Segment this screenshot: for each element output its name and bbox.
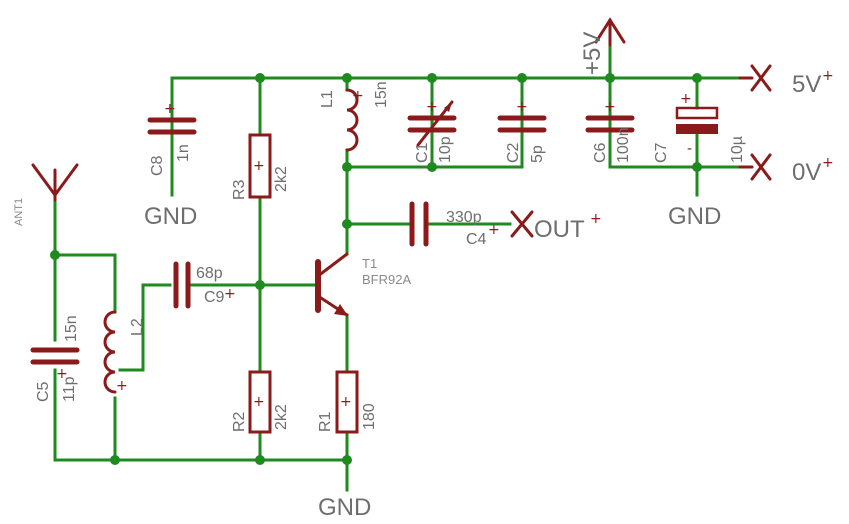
junction-dot	[517, 73, 527, 83]
c6-value: 100n	[615, 127, 632, 163]
svg-text:+: +	[516, 99, 528, 115]
c7-value: 10µ	[729, 136, 746, 163]
resistor-r3: +	[248, 133, 272, 199]
r2-value: 2k2	[273, 404, 290, 430]
vcc-label: +5V	[579, 32, 606, 75]
junction-dot	[692, 73, 702, 83]
svg-text:+: +	[340, 394, 352, 410]
port-out-label: OUT	[534, 216, 585, 243]
c2-value: 5p	[529, 145, 546, 163]
gnd-label-c8: GND	[144, 203, 197, 230]
port-markers	[510, 64, 772, 238]
capacitor-c8: +	[147, 101, 197, 135]
junction-dot	[342, 455, 352, 465]
junction-dot	[255, 280, 265, 290]
junction-dot	[110, 455, 120, 465]
junction-dot	[427, 162, 437, 172]
junction-dot	[255, 73, 265, 83]
resistor-r2: +	[248, 370, 272, 434]
junction-dot	[50, 250, 60, 260]
transistor-t1-npn	[315, 252, 349, 317]
svg-text:+: +	[253, 394, 265, 410]
c1-value: 10p	[437, 136, 454, 163]
l2-name: L2	[129, 318, 146, 336]
svg-text:+: +	[822, 155, 834, 171]
c9-name: C9	[204, 289, 225, 306]
gnd-label-bottom: GND	[318, 494, 371, 521]
c1-name: C1	[414, 142, 431, 163]
junctions	[50, 73, 702, 465]
svg-text:+: +	[426, 99, 438, 115]
gnd-label-c7: GND	[668, 203, 721, 230]
junction-dot	[427, 73, 437, 83]
capacitor-c2: +	[497, 99, 547, 133]
t1-value: BFR92A	[362, 272, 411, 287]
junction-dot	[342, 219, 352, 229]
svg-text:+: +	[224, 286, 236, 302]
junction-dot	[605, 73, 615, 83]
r3-name: R3	[231, 179, 248, 200]
svg-text:+: +	[56, 366, 68, 382]
svg-text:+: +	[253, 158, 265, 174]
ant1-name: ANT1	[13, 198, 25, 226]
l2-value: 15n	[63, 315, 80, 342]
c5-value: 11p	[61, 376, 78, 402]
l1-value: 15n	[373, 81, 390, 108]
capacitor-c7-electrolytic: + -	[675, 91, 719, 157]
c7-polarity: -	[687, 141, 692, 157]
c8-value: 1n	[175, 144, 192, 162]
r1-name: R1	[317, 411, 334, 432]
c8-name: C8	[149, 155, 166, 176]
t1-name: T1	[362, 256, 377, 271]
c4-value: 330p	[446, 209, 482, 226]
junction-dot	[255, 455, 265, 465]
junction-dot	[692, 162, 702, 172]
svg-text:+: +	[116, 378, 128, 394]
inductor-l1: +	[345, 88, 364, 152]
junction-dot	[342, 73, 352, 83]
inductor-l2: +	[103, 310, 128, 394]
l1-name: L1	[319, 90, 336, 108]
svg-text:+: +	[164, 101, 176, 117]
svg-text:+: +	[488, 222, 500, 238]
c5-name: C5	[35, 381, 52, 402]
wires	[53, 43, 742, 492]
c6-name: C6	[592, 142, 609, 163]
capacitor-c9: +	[173, 261, 236, 309]
r1-value: 180	[361, 403, 378, 430]
svg-text:+: +	[822, 68, 834, 84]
resistor-r1: +	[335, 370, 359, 434]
c9-value: 68p	[196, 265, 223, 282]
svg-text:+: +	[352, 88, 364, 104]
capacitor-c1-variable: +	[407, 99, 457, 147]
r2-name: R2	[231, 411, 248, 432]
svg-text:+: +	[590, 211, 602, 227]
c4-name: C4	[466, 231, 487, 248]
capacitor-c5: +	[30, 347, 80, 382]
antenna-symbol	[31, 163, 79, 202]
vcc-arrow-symbol	[594, 17, 626, 47]
c7-name: C7	[653, 142, 670, 163]
capacitor-c4	[409, 201, 429, 247]
labels: +5V 5V + 0V + OUT + GND GND GND C8 1n R3…	[13, 32, 834, 521]
port-5v-label: 5V	[792, 71, 821, 98]
r3-value: 2k2	[273, 166, 290, 192]
svg-text:+: +	[680, 91, 692, 107]
c2-name: C2	[505, 142, 522, 163]
svg-text:+: +	[604, 99, 616, 115]
capacitor-c6: +	[585, 99, 635, 133]
junction-dot	[342, 162, 352, 172]
port-0v-label: 0V	[792, 159, 821, 186]
